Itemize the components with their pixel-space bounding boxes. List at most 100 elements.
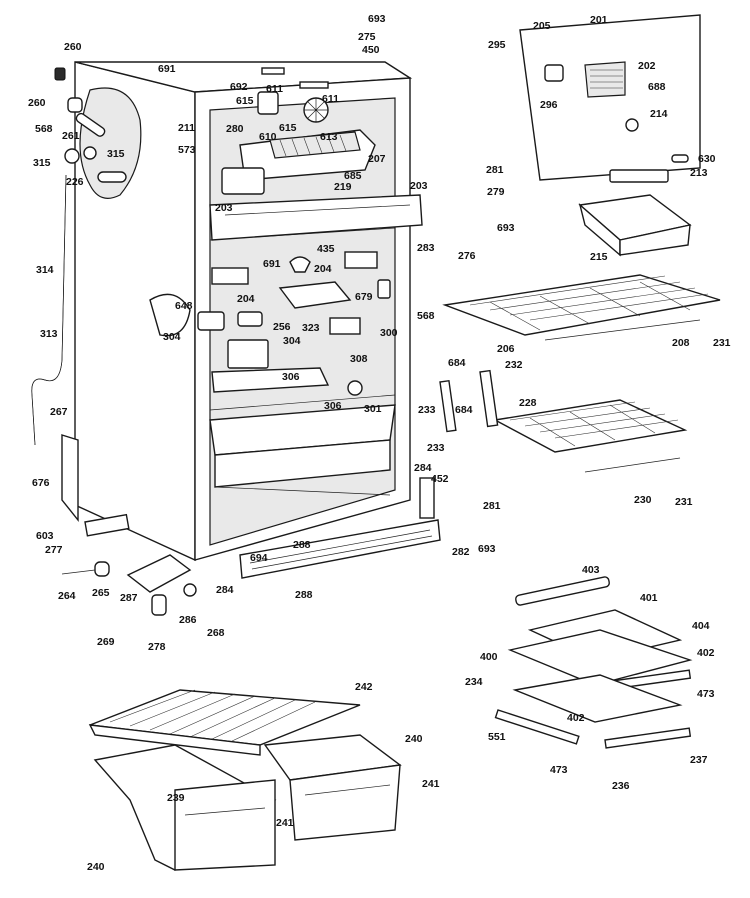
callout: 401 <box>640 592 658 604</box>
callout: 283 <box>417 242 435 254</box>
callout: 242 <box>355 681 373 693</box>
callout: 211 <box>178 122 195 134</box>
callout: 573 <box>178 144 196 156</box>
callout: 284 <box>414 462 432 474</box>
callout: 260 <box>28 97 46 109</box>
callout: 276 <box>458 250 476 262</box>
callout: 295 <box>488 39 506 51</box>
callout: 286 <box>179 614 197 626</box>
callout: 611 <box>266 83 283 95</box>
wire-shelf-206 <box>442 274 721 341</box>
callout: 306 <box>282 371 300 383</box>
callout: 287 <box>120 592 138 604</box>
callout: 234 <box>465 676 483 688</box>
callout: 239 <box>167 792 185 804</box>
callout: 284 <box>216 584 234 596</box>
glass-shelf-assembly <box>494 576 693 749</box>
crisper-drawers <box>88 689 402 871</box>
shelf-bin-215 <box>578 194 692 257</box>
callout: 679 <box>355 291 373 303</box>
callout: 206 <box>497 343 515 355</box>
callout: 241 <box>422 778 440 790</box>
callout: 231 <box>675 496 693 508</box>
callout: 207 <box>368 153 386 165</box>
callout: 568 <box>417 310 435 322</box>
base-grille-288 <box>61 513 441 616</box>
callout: 214 <box>650 108 668 120</box>
callout: 615 <box>236 95 254 107</box>
callout: 260 <box>64 41 82 53</box>
callout: 300 <box>380 327 398 339</box>
freezer-liner-201 <box>519 14 701 183</box>
callout: 269 <box>97 636 115 648</box>
callout: 473 <box>697 688 715 700</box>
callout: 268 <box>207 627 225 639</box>
callout: 452 <box>431 473 449 485</box>
callout: 684 <box>448 357 466 369</box>
callout: 314 <box>36 264 54 276</box>
left-tubing-313 <box>31 174 67 446</box>
callout: 694 <box>250 552 268 564</box>
callout: 233 <box>427 442 445 454</box>
callout: 264 <box>58 590 76 602</box>
callout: 403 <box>582 564 600 576</box>
callout: 404 <box>692 620 710 632</box>
callout: 615 <box>279 122 297 134</box>
callout: 306 <box>324 400 342 412</box>
callout: 315 <box>33 157 51 169</box>
shelf-support-rails <box>419 369 499 519</box>
callout: 267 <box>50 406 68 418</box>
callout: 275 <box>358 31 376 43</box>
control-light-assembly <box>149 251 391 396</box>
callout: 228 <box>519 397 537 409</box>
callout: 240 <box>87 861 105 873</box>
callout: 226 <box>66 176 84 188</box>
callout: 231 <box>713 337 731 349</box>
callout: 450 <box>362 44 380 56</box>
callout: 611 <box>322 93 339 105</box>
callout: 648 <box>175 300 193 312</box>
callout: 304 <box>163 331 181 343</box>
callout: 279 <box>487 186 505 198</box>
callout: 308 <box>350 353 368 365</box>
callout: 551 <box>488 731 506 743</box>
callout: 202 <box>638 60 656 72</box>
callout: 676 <box>32 477 50 489</box>
callout: 304 <box>283 335 301 347</box>
callout: 400 <box>480 651 498 663</box>
callout: 201 <box>590 14 608 26</box>
callout: 630 <box>698 153 716 165</box>
callout: 603 <box>36 530 54 542</box>
callout: 208 <box>672 337 690 349</box>
callout: 691 <box>263 258 281 270</box>
callout: 281 <box>483 500 501 512</box>
callout: 296 <box>540 99 558 111</box>
callout: 693 <box>368 13 386 25</box>
callout: 240 <box>405 733 423 745</box>
callout: 281 <box>486 164 504 176</box>
callout: 568 <box>35 123 53 135</box>
callout: 693 <box>497 222 515 234</box>
callout: 204 <box>237 293 255 305</box>
callout: 323 <box>302 322 320 334</box>
callout: 205 <box>533 20 551 32</box>
callout: 688 <box>648 81 666 93</box>
callout: 236 <box>612 780 630 792</box>
callout: 203 <box>215 202 233 214</box>
callout: 280 <box>226 123 244 135</box>
callout: 219 <box>334 181 352 193</box>
evaporator-fan-assembly <box>209 67 423 241</box>
callout: 693 <box>478 543 496 555</box>
callout: 232 <box>505 359 523 371</box>
callout: 241 <box>276 817 294 829</box>
callout: 610 <box>259 131 277 143</box>
callout: 265 <box>92 587 110 599</box>
callout: 692 <box>230 81 248 93</box>
wire-shelf-228 <box>492 399 688 473</box>
callout: 473 <box>550 764 568 776</box>
callout: 230 <box>634 494 652 506</box>
callout: 313 <box>40 328 58 340</box>
callout: 402 <box>697 647 715 659</box>
callout: 213 <box>690 167 708 179</box>
